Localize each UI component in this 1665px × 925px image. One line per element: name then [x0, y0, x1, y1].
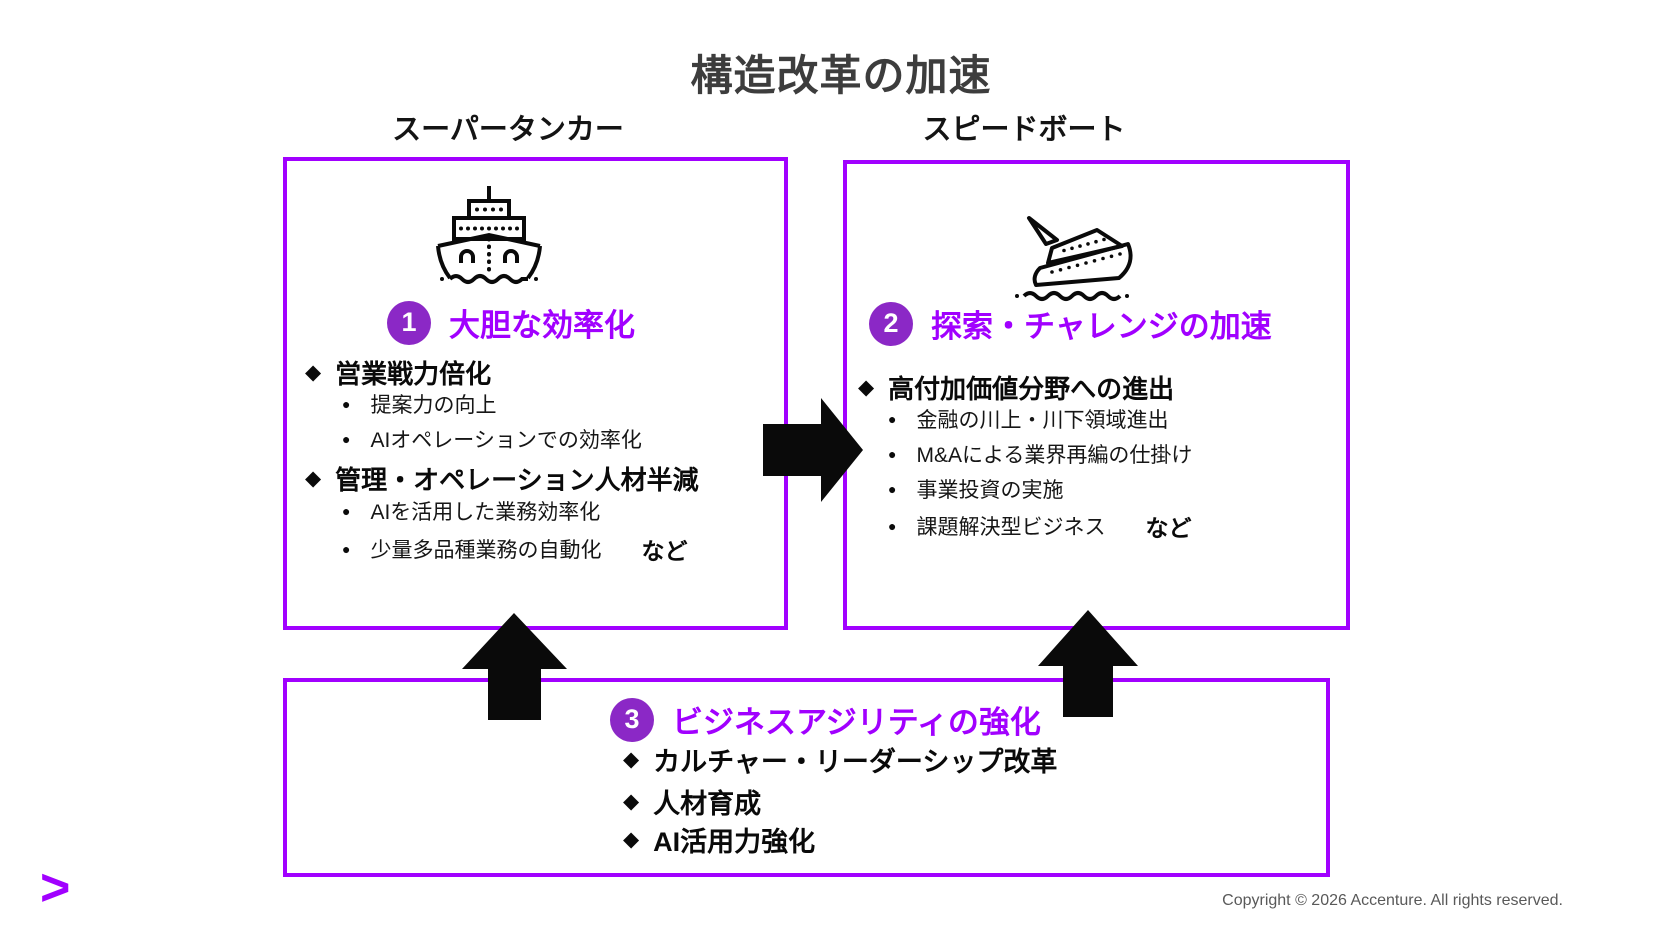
dot-bullet-icon: ● — [342, 431, 351, 447]
tanker-ship-icon — [427, 181, 552, 291]
diamond-bullet-icon: ◆ — [305, 361, 322, 384]
diamond-bullet-icon: ◆ — [623, 748, 640, 771]
etc-label: など — [641, 538, 688, 564]
step-2-badge: 2 — [869, 301, 913, 346]
list-item: ◆ AI活用力強化 — [623, 820, 815, 859]
supertanker-box: 1 大胆な効率化 ◆ 営業戦力倍化 ● 提案力の向上 ● AIオペレーションでの… — [283, 157, 788, 630]
right-arrow-icon — [763, 398, 863, 502]
list-item-label: 営業戦力倍化 — [335, 359, 492, 389]
list-item: ◆ 人材育成 — [623, 782, 761, 821]
list-item-label: 高付加価値分野への進出 — [888, 374, 1175, 404]
step-1-badge: 1 — [387, 300, 431, 345]
up-arrow-left-icon — [462, 613, 567, 720]
list-item-label: 提案力の向上 — [370, 394, 497, 417]
dot-bullet-icon: ● — [342, 396, 351, 412]
list-item: ◆ 高付加価値分野への進出 — [858, 369, 1174, 406]
diamond-bullet-icon: ◆ — [305, 467, 322, 490]
dot-bullet-icon: ● — [888, 411, 897, 427]
section-heading-agility: ビジネスアジリティの強化 — [672, 705, 1041, 740]
speedboat-icon — [1000, 206, 1135, 306]
list-item: ● 少量多品種業務の自動化 など — [342, 532, 687, 566]
list-item-label: 課題解決型ビジネス — [916, 516, 1106, 539]
list-item: ● 金融の川上・川下領域進出 — [888, 404, 1168, 434]
list-item-label: 少量多品種業務の自動化 — [370, 539, 602, 562]
section-heading-exploration: 探索・チャレンジの加速 — [931, 309, 1272, 344]
diamond-bullet-icon: ◆ — [623, 828, 640, 851]
column-header-speedboat: スピードボート — [922, 114, 1126, 146]
dot-bullet-icon: ● — [888, 518, 897, 534]
etc-label: など — [1145, 515, 1192, 541]
up-arrow-right-icon — [1038, 610, 1138, 717]
accenture-logo: > — [40, 859, 71, 917]
dot-bullet-icon: ● — [888, 481, 897, 497]
list-item: ◆ カルチャー・リーダーシップ改革 — [623, 740, 1057, 779]
list-item: ● 提案力の向上 — [342, 389, 496, 419]
copyright-text: Copyright © 2026 Accenture. All rights r… — [1222, 892, 1563, 909]
diamond-bullet-icon: ◆ — [858, 376, 875, 399]
speedboat-box: 2 探索・チャレンジの加速 ◆ 高付加価値分野への進出 ● 金融の川上・川下領域… — [843, 160, 1350, 630]
section-1-header: 1 大胆な効率化 — [387, 300, 635, 345]
list-item-label: AI活用力強化 — [653, 827, 816, 857]
list-item-label: 金融の川上・川下領域進出 — [916, 409, 1169, 432]
dot-bullet-icon: ● — [342, 541, 351, 557]
list-item: ◆ 営業戦力倍化 — [305, 354, 491, 391]
list-item-label: 事業投資の実施 — [916, 479, 1064, 502]
section-2-header: 2 探索・チャレンジの加速 — [869, 301, 1272, 346]
list-item: ● 事業投資の実施 — [888, 474, 1063, 504]
column-header-supertanker: スーパータンカー — [392, 114, 624, 146]
diamond-bullet-icon: ◆ — [623, 790, 640, 813]
list-item-label: AIを活用した業務効率化 — [370, 501, 601, 524]
list-item: ● AIオペレーションでの効率化 — [342, 424, 642, 454]
list-item: ● 課題解決型ビジネス など — [888, 509, 1191, 543]
list-item-label: カルチャー・リーダーシップ改革 — [653, 747, 1058, 777]
list-item-label: 管理・オペレーション人材半減 — [335, 465, 699, 495]
section-3-header: 3 ビジネスアジリティの強化 — [610, 697, 1041, 742]
business-agility-box: 3 ビジネスアジリティの強化 ◆ カルチャー・リーダーシップ改革 ◆ 人材育成 … — [283, 678, 1330, 877]
list-item: ● M&Aによる業界再編の仕掛け — [888, 439, 1192, 469]
list-item-label: M&Aによる業界再編の仕掛け — [916, 444, 1193, 467]
dot-bullet-icon: ● — [342, 503, 351, 519]
slide-title: 構造改革の加速 — [690, 52, 992, 99]
list-item: ◆ 管理・オペレーション人材半減 — [305, 460, 699, 497]
list-item-label: AIオペレーションでの効率化 — [370, 429, 642, 452]
list-item: ● AIを活用した業務効率化 — [342, 496, 600, 526]
list-item-label: 人材育成 — [653, 789, 762, 819]
step-3-badge: 3 — [610, 697, 654, 742]
section-heading-efficiency: 大胆な効率化 — [449, 308, 635, 343]
dot-bullet-icon: ● — [888, 446, 897, 462]
